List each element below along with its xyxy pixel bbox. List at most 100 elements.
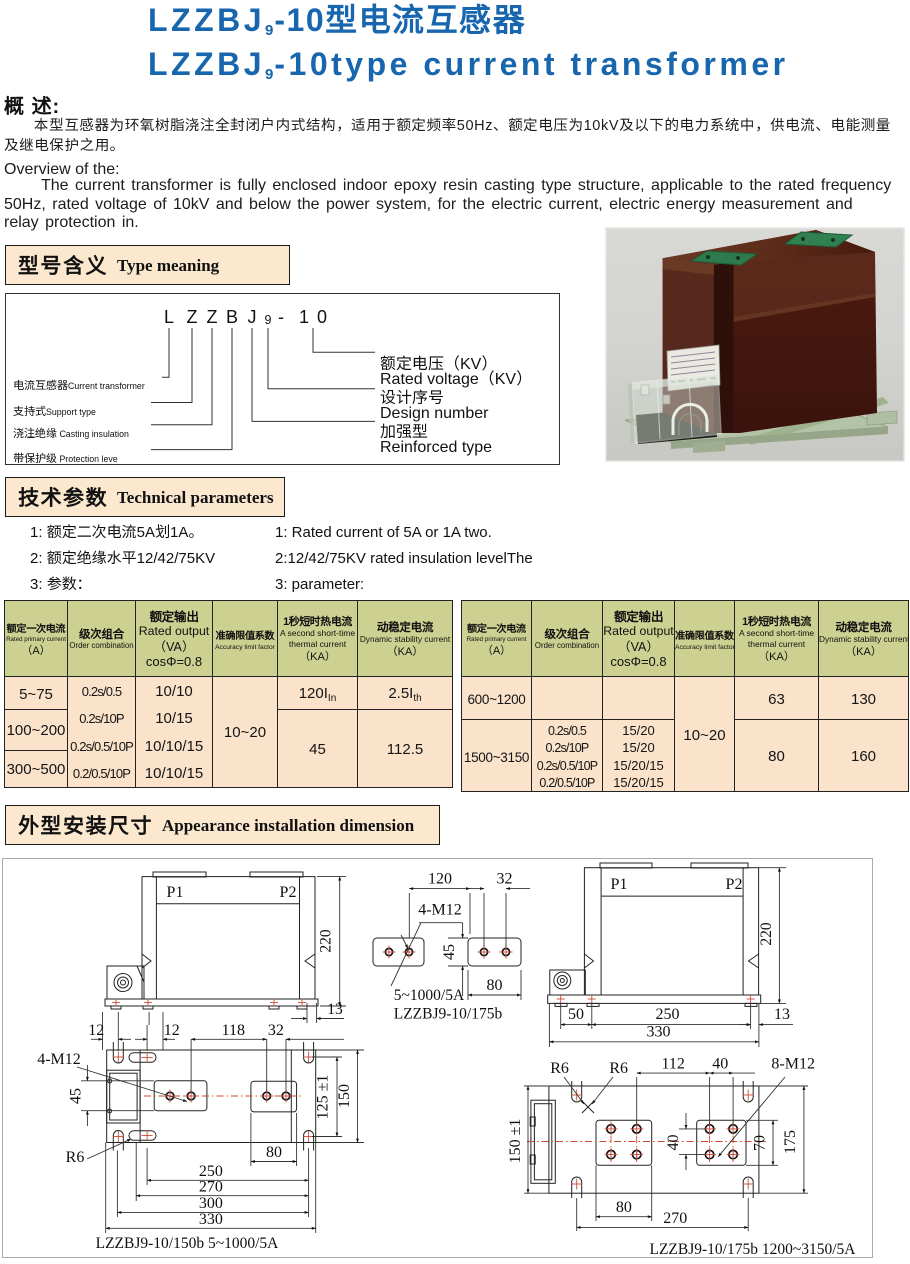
dynamic-value: 2.5I	[388, 682, 414, 703]
label-p1: P1	[167, 884, 184, 901]
section-title-zh: 型号含义	[18, 250, 108, 280]
installation-drawings-panel: P1 P2 220 13 120 32 4-M12 45 80 5~1000/5…	[2, 858, 873, 1258]
dim-125: 125 ±1	[315, 1075, 332, 1120]
col-header-zh: 1秒短时热电流	[283, 613, 352, 629]
cell-line: 15/20	[622, 737, 655, 756]
dynamic-current-cell: 130	[818, 676, 909, 720]
cell-line: 0.2s/10P	[545, 737, 590, 756]
thermal-current-cell: 45	[277, 709, 358, 788]
caption-plan-175b: LZZBJ9-10/175b 1200~3150/5A	[649, 1241, 856, 1257]
title-zh-suffix: -10型电流互感器	[274, 0, 527, 41]
accuracy-limit-cell: 10~20	[212, 676, 278, 788]
title-en-suffix: -10type current transformer	[274, 39, 789, 85]
overview-heading-en: Overview of the:	[4, 155, 120, 179]
technical-note-zh: 1: 额定二次电流5A划1A。	[30, 521, 204, 542]
model-code-letter: 1	[298, 307, 310, 327]
overview-body-zh: 本型互感器为环氧树脂浇注全封闭户内式结构，适用于额定频率50Hz、额定电压为10…	[4, 114, 891, 155]
col-header-en: Rated output	[138, 621, 210, 639]
dim-330: 330	[199, 1211, 223, 1228]
model-right-label-zh: 设计序号	[380, 384, 445, 408]
dim-32: 32	[268, 1022, 284, 1039]
table-row: 600~1200 10~20 63 130	[461, 676, 909, 792]
table-row: 300~500	[4, 749, 453, 788]
primary-current-cell: 300~500	[4, 749, 68, 788]
thermal-sub: In	[327, 689, 337, 704]
table-row: 100~200 45 112.5	[4, 709, 453, 788]
col-header-en: Rated output	[603, 621, 674, 639]
col-header-zh: 准确限值系数	[215, 626, 275, 642]
model-right-label-zh: 加强型	[380, 418, 429, 442]
dim-150: 150	[336, 1084, 353, 1108]
dim-220: 220	[758, 922, 775, 946]
dim-80: 80	[616, 1199, 632, 1216]
dim-118: 118	[222, 1022, 245, 1039]
model-left-label-zh: 浇注绝缘	[13, 424, 57, 441]
primary-current-cell: 1500~3150	[461, 719, 532, 792]
model-connector-lines	[151, 328, 375, 451]
drawing-plan-view-175b: R6 R6 112 40 8-M12 150 ±1 40 70 175 80 2…	[507, 1056, 856, 1259]
col-header-en2: thermal current	[747, 637, 806, 650]
section-header-technical-parameters: 技术参数 Technical parameters	[5, 477, 285, 517]
caption-plan-150b: LZZBJ9-10/150b 5~1000/5A	[96, 1235, 280, 1252]
section-title-zh: 技术参数	[18, 482, 108, 512]
model-left-label-en: Protection leve	[57, 451, 118, 465]
primary-current-cell: 600~1200	[461, 676, 532, 720]
model-left-label-en: Casting insulation	[57, 426, 129, 440]
dynamic-current-cell: 160	[818, 719, 909, 792]
model-right-label-en: Reinforced type	[380, 433, 493, 457]
model-code-letter: J	[247, 307, 257, 327]
dim-250: 250	[199, 1163, 223, 1180]
cell-line: 0.2s/0.5	[547, 719, 587, 739]
col-header-unit: （KA）	[386, 642, 424, 659]
title-line-en: LZZBJ9-10type current transformer	[148, 44, 789, 88]
dim-330: 330	[647, 1024, 671, 1041]
col-header-zh: 额定输出	[614, 606, 663, 625]
technical-note-en: 3: parameter:	[275, 573, 365, 594]
thermal-current-cell: 63	[734, 676, 819, 720]
label-r6: R6	[609, 1060, 628, 1077]
col-header-en: Accuracy limit factor	[675, 640, 735, 651]
col-header-en: Dynamic stability current	[359, 632, 451, 645]
dim-270: 270	[199, 1178, 223, 1195]
cell-line: 15/20	[622, 719, 655, 739]
col-header-en: A second short-time	[279, 627, 356, 639]
label-4-m12: 4-M12	[37, 1051, 81, 1068]
col-header-unit: （KA）	[758, 648, 795, 664]
technical-note-zh: 3: 参数：	[30, 573, 92, 594]
col-header-zh: 额定输出	[149, 606, 199, 625]
model-left-label: 带保护级 Protection leve	[13, 443, 118, 467]
cell-line: 10/10/15	[144, 734, 204, 756]
label-8-m12: 8-M12	[771, 1056, 815, 1073]
cell-line: 15/20/15	[613, 754, 664, 774]
accuracy-limit-cell: 10~20	[674, 676, 735, 792]
dim-45: 45	[67, 1088, 84, 1104]
drawing-plan-view-150b: 12 12 118 32 4-M12 45 R6 125 ±1 150 80 2…	[37, 1022, 364, 1252]
col-header-zh: 动稳定电流	[835, 618, 892, 635]
title-model-prefix: LZZBJ	[148, 0, 266, 41]
label-r6: R6	[66, 1149, 85, 1166]
primary-current-cell: 5~75	[4, 676, 68, 710]
primary-current-cell: 100~200	[4, 709, 68, 751]
dim-120: 120	[428, 871, 452, 888]
col-header-en: Rated primary current	[6, 633, 66, 643]
photo-shapes	[605, 227, 905, 462]
thermal-value: 120I	[298, 682, 328, 703]
section-title-en: Type meaning	[117, 256, 220, 275]
col-header-unit: （A）	[21, 641, 51, 658]
dim-45: 45	[441, 944, 458, 960]
col-header-en: Rated primary current	[466, 633, 527, 643]
dim-32: 32	[497, 871, 513, 888]
cell-line: 10/10/15	[144, 762, 204, 784]
